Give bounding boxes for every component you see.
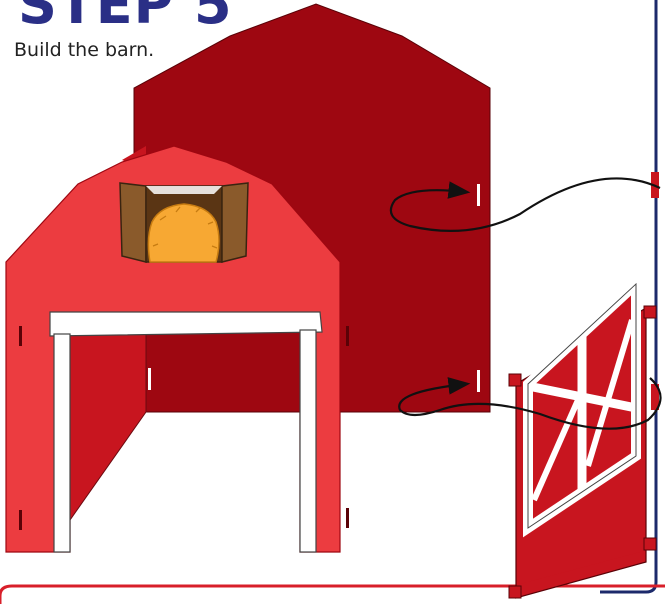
front-wall-slot	[19, 326, 22, 346]
door-post-right	[299, 329, 317, 553]
front-wall-slot	[346, 508, 349, 528]
front-wall-slot	[19, 510, 22, 530]
step-instruction: Build the barn.	[14, 39, 155, 61]
assembly-arrow-icon	[398, 377, 662, 430]
side-wall-slot	[148, 368, 151, 390]
front-wall-slot	[346, 326, 349, 346]
door-header-trim	[49, 311, 323, 337]
right-border-line	[600, 0, 658, 594]
hay-loft-icon	[119, 182, 249, 263]
back-wall-slot	[477, 370, 480, 392]
back-wall-slot	[477, 184, 480, 206]
door-post-left	[53, 333, 71, 553]
step-title: STEP 5	[18, 0, 233, 36]
side-wall-icon	[69, 329, 147, 522]
bottom-border-line	[0, 584, 665, 604]
barn-door-panel-icon	[508, 172, 659, 599]
assembly-arrow-icon	[389, 177, 661, 232]
